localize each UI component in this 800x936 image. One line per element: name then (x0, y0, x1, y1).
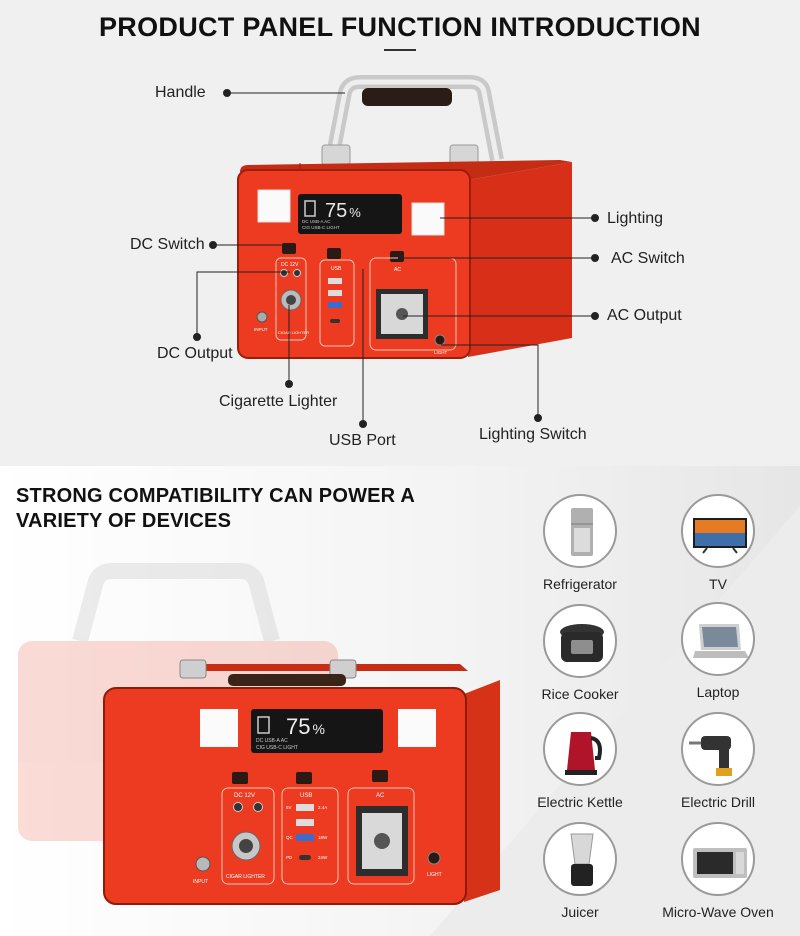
svg-text:CIG USB-C LIGHT: CIG USB-C LIGHT (302, 225, 340, 230)
product-diagram: 75% DC USB-A AC CIG USB-C LIGHT DC 12V C… (193, 75, 599, 428)
title-underline (384, 49, 416, 51)
device-electric-drill: Electric Drill (648, 712, 788, 810)
svg-text:AC: AC (376, 793, 385, 799)
label-cigarette-lighter: Cigarette Lighter (219, 393, 338, 410)
svg-text:2.4A: 2.4A (318, 805, 327, 810)
svg-text:CIGAR LIGHTER: CIGAR LIGHTER (278, 330, 309, 335)
juicer-icon (543, 822, 617, 896)
device-refrigerator: Refrigerator (510, 494, 650, 592)
label-ac-output: AC Output (607, 307, 682, 324)
label-lighting-switch: Lighting Switch (479, 426, 587, 443)
svg-text:LIGHT: LIGHT (427, 872, 442, 878)
label-ac-switch: AC Switch (611, 250, 685, 267)
label-usb-port: USB Port (329, 432, 396, 449)
compatibility-title: STRONG COMPATIBILITY CAN POWER A VARIETY… (16, 485, 415, 532)
tv-icon (681, 494, 755, 568)
handle-graphic (321, 75, 504, 166)
svg-text:PD: PD (286, 855, 293, 860)
compatibility-section: 75% DC USB-A AC CIG USB-C LIGHT DC 12V C… (0, 466, 800, 936)
device-juicer: Juicer (510, 822, 650, 920)
svg-text:5V: 5V (286, 805, 292, 810)
svg-text:DC 12V: DC 12V (234, 793, 255, 799)
label-dc-output: DC Output (157, 345, 233, 362)
svg-text:USB: USB (331, 266, 342, 272)
device-rice-cooker: Rice Cooker (510, 604, 650, 702)
svg-text:CIGAR LIGHTER: CIGAR LIGHTER (226, 874, 265, 880)
display-readout: 75% (325, 200, 361, 222)
svg-text:18W: 18W (318, 835, 328, 840)
electric-kettle-icon (543, 712, 617, 786)
svg-text:AC: AC (394, 267, 401, 273)
label-lighting: Lighting (607, 210, 664, 227)
label-dc-switch: DC Switch (130, 236, 205, 253)
panel-intro-section: PRODUCT PANEL FUNCTION INTRODUCTION 75% … (0, 0, 800, 466)
svg-text:LIGHT: LIGHT (434, 350, 448, 355)
product-photo: 75% DC USB-A AC CIG USB-C LIGHT DC 12V C… (103, 659, 500, 905)
svg-text:QC: QC (286, 835, 294, 840)
svg-text:INPUT: INPUT (193, 879, 208, 885)
svg-text:DC USB-A AC: DC USB-A AC (256, 738, 288, 744)
svg-text:CIG USB-C LIGHT: CIG USB-C LIGHT (256, 745, 298, 751)
device-laptop: Laptop (648, 602, 788, 700)
device-microwave-oven: Micro-Wave Oven (648, 822, 788, 920)
rice-cooker-icon (543, 604, 617, 678)
refrigerator-icon (543, 494, 617, 568)
device-tv: TV (648, 494, 788, 592)
microwave-oven-icon (681, 822, 755, 896)
svg-text:USB: USB (300, 793, 312, 799)
svg-text:DC USB-A AC: DC USB-A AC (302, 219, 331, 224)
svg-text:24W: 24W (318, 855, 328, 860)
svg-text:INPUT: INPUT (254, 327, 268, 332)
display-readout-large: 75% (286, 714, 325, 739)
section-title: PRODUCT PANEL FUNCTION INTRODUCTION (99, 12, 701, 42)
laptop-icon (681, 602, 755, 676)
svg-text:DC 12V: DC 12V (281, 262, 299, 268)
device-electric-kettle: Electric Kettle (510, 712, 650, 810)
label-handle: Handle (155, 84, 206, 101)
electric-drill-icon (681, 712, 755, 786)
